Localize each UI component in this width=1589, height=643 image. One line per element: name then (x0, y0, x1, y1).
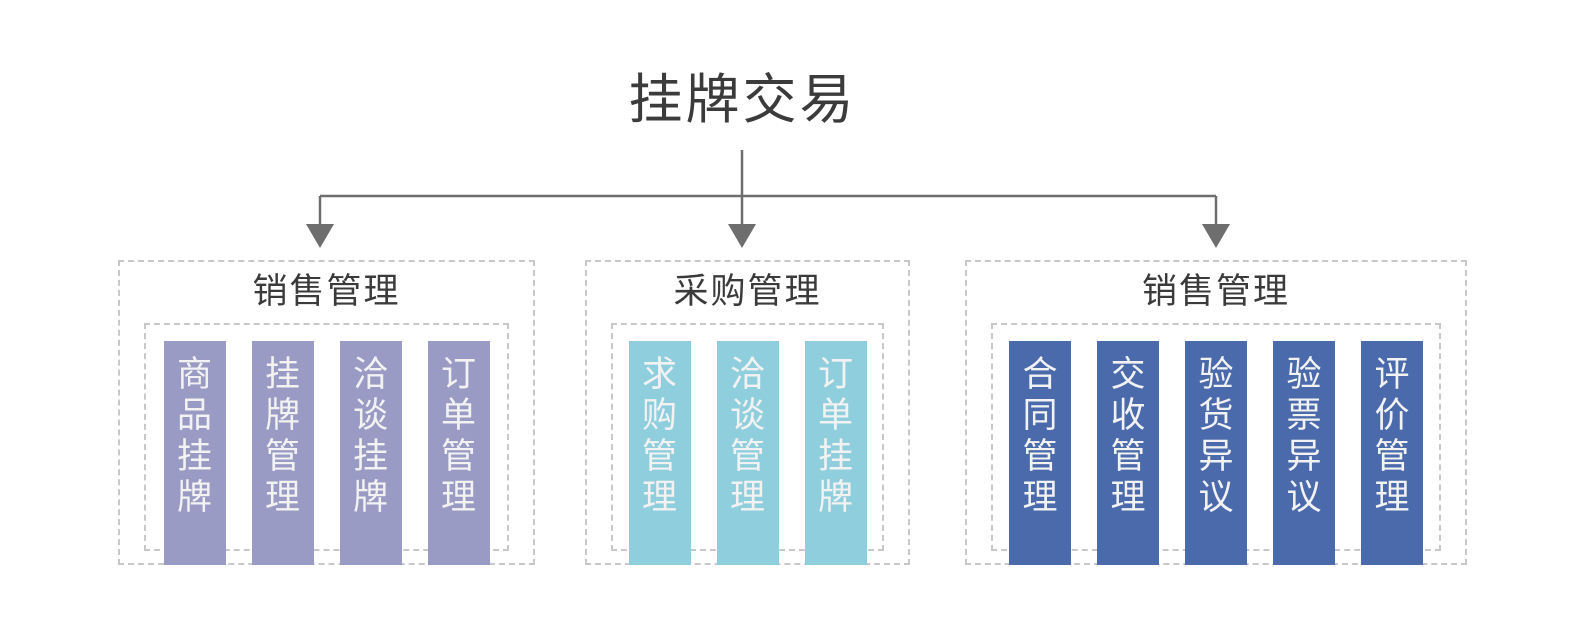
item-label-char: 谈 (352, 396, 388, 436)
item-label-char: 挂 (176, 437, 212, 477)
item-label-char: 验 (1286, 355, 1322, 395)
item-label-char: 验 (1198, 355, 1234, 395)
item-label-char: 理 (264, 478, 300, 518)
item-label-char: 同 (1022, 396, 1058, 436)
item-label-char: 管 (729, 437, 765, 477)
group-title: 销售管理 (1141, 272, 1290, 312)
root-node-title: 挂牌交易 (628, 68, 857, 131)
item-label-char: 理 (1110, 478, 1146, 518)
item-label-char: 牌 (176, 478, 212, 518)
item-bar[interactable]: 洽谈挂牌 (339, 341, 402, 565)
item-bar[interactable]: 洽谈管理 (716, 341, 779, 565)
item-label-char: 挂 (817, 437, 853, 477)
group-items-container: 合同管理交收管理验货异议验票异议评价管理 (991, 323, 1441, 565)
connector-arrowhead-0 (306, 224, 334, 248)
item-label-char: 挂 (264, 355, 300, 395)
item-label-char: 管 (1374, 437, 1410, 477)
group-items-container: 求购管理洽谈管理订单挂牌 (611, 323, 884, 565)
item-label-char: 管 (641, 437, 677, 477)
item-label-char: 理 (641, 478, 677, 518)
item-label-char: 购 (641, 396, 677, 436)
item-label-char: 品 (176, 396, 212, 436)
item-label-char: 订 (440, 355, 476, 395)
item-bar[interactable]: 合同管理 (1009, 341, 1071, 565)
group-group-sales-back[interactable]: 销售管理合同管理交收管理验货异议验票异议评价管理 (965, 260, 1467, 565)
item-label-char: 价 (1374, 396, 1410, 436)
item-label-char: 异 (1198, 437, 1234, 477)
group-title: 销售管理 (252, 272, 401, 312)
item-label-char: 求 (641, 355, 677, 395)
item-bar[interactable]: 求购管理 (628, 341, 691, 565)
item-label-char: 牌 (352, 478, 388, 518)
item-label-char: 理 (1022, 478, 1058, 518)
item-label-char: 交 (1110, 355, 1146, 395)
item-label-char: 理 (440, 478, 476, 518)
item-label-char: 货 (1198, 396, 1234, 436)
item-bar[interactable]: 评价管理 (1361, 341, 1423, 565)
item-label-char: 牌 (817, 478, 853, 518)
item-bar[interactable]: 挂牌管理 (251, 341, 314, 565)
item-bar[interactable]: 交收管理 (1097, 341, 1159, 565)
item-label-char: 谈 (729, 396, 765, 436)
group-group-purchase[interactable]: 采购管理求购管理洽谈管理订单挂牌 (585, 260, 910, 565)
item-label-char: 评 (1374, 355, 1410, 395)
item-label-char: 议 (1198, 478, 1234, 518)
item-label-char: 单 (817, 396, 853, 436)
item-bar[interactable]: 订单挂牌 (804, 341, 867, 565)
item-label-char: 合 (1022, 355, 1058, 395)
connector-arrowhead-1 (728, 224, 756, 248)
group-title: 采购管理 (673, 272, 822, 312)
item-label-char: 商 (176, 355, 212, 395)
item-label-char: 单 (440, 396, 476, 436)
item-bar[interactable]: 验货异议 (1185, 341, 1247, 565)
item-label-char: 管 (440, 437, 476, 477)
item-label-char: 管 (1022, 437, 1058, 477)
item-bar[interactable]: 订单管理 (427, 341, 490, 565)
item-label-char: 管 (264, 437, 300, 477)
connector-arrowhead-2 (1202, 224, 1230, 248)
item-label-char: 议 (1286, 478, 1322, 518)
item-label-char: 订 (817, 355, 853, 395)
item-label-char: 牌 (264, 396, 300, 436)
item-label-char: 管 (1110, 437, 1146, 477)
item-label-char: 洽 (729, 355, 765, 395)
item-label-char: 洽 (352, 355, 388, 395)
item-label-char: 挂 (352, 437, 388, 477)
item-label-char: 异 (1286, 437, 1322, 477)
group-items-container: 商品挂牌挂牌管理洽谈挂牌订单管理 (144, 323, 509, 565)
item-bar[interactable]: 验票异议 (1273, 341, 1335, 565)
item-label-char: 收 (1110, 396, 1146, 436)
item-bar[interactable]: 商品挂牌 (163, 341, 226, 565)
item-label-char: 票 (1286, 396, 1322, 436)
item-label-char: 理 (729, 478, 765, 518)
group-group-sales-front[interactable]: 销售管理商品挂牌挂牌管理洽谈挂牌订单管理 (118, 260, 535, 565)
item-label-char: 理 (1374, 478, 1410, 518)
